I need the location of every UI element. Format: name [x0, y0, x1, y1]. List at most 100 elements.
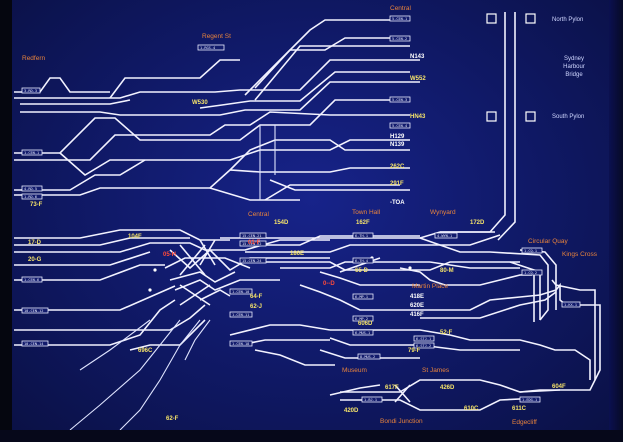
- train-label: 291F: [390, 181, 404, 187]
- svg-text:5-CEN.2: 5-CEN.2: [392, 37, 407, 41]
- train-label: 73-F: [30, 202, 43, 208]
- platform-box: 3-RD.3: [21, 87, 41, 94]
- platform-box: 1-BJ.1: [361, 396, 383, 403]
- label-edgecliff: Edgecliff: [512, 419, 537, 426]
- train-label: HN43: [410, 114, 426, 120]
- svg-text:15-CEN.24: 15-CEN.24: [242, 259, 261, 263]
- platform-box: 1-CEN.1: [21, 149, 43, 156]
- train-label: 604F: [552, 384, 566, 390]
- svg-text:15-CEN.21: 15-CEN.21: [242, 234, 261, 238]
- train-label: 418E: [410, 294, 424, 300]
- train-label: 20-G: [28, 257, 42, 263]
- train-label: 154D: [274, 220, 289, 226]
- platform-box: 6-STJ.2: [413, 342, 435, 349]
- train-label: 79-F: [408, 348, 421, 354]
- platform-box: 5-CEN.4: [389, 122, 411, 129]
- platform-box: 1-KX.1: [561, 301, 581, 308]
- platform-box: 6-STJ.1: [413, 335, 435, 342]
- svg-text:6-MP.1: 6-MP.1: [355, 295, 368, 299]
- label-north-pylon: North Pylon: [552, 17, 583, 23]
- label-central: Central: [248, 211, 270, 218]
- monitor-bezel-right: [609, 0, 623, 442]
- svg-text:4-RD.5: 4-RD.5: [24, 187, 37, 191]
- svg-text:6-STJ.1: 6-STJ.1: [416, 337, 431, 341]
- location-labels: Redfern Regent St Central North Pylon So…: [22, 5, 598, 426]
- train-label: -TOA: [390, 200, 405, 206]
- train-label: 05-H: [163, 252, 176, 258]
- svg-text:1-CEN.1: 1-CEN.1: [24, 151, 39, 155]
- platform-box: 8-MUS.2: [357, 353, 381, 360]
- label-town-hall: Town Hall: [352, 209, 381, 216]
- train-label: H129: [390, 134, 405, 140]
- train-label: 420D: [344, 408, 359, 414]
- svg-text:1-CQ.2: 1-CQ.2: [524, 271, 537, 275]
- svg-text:5-CEN.3: 5-CEN.3: [392, 98, 407, 102]
- platform-box: 5-CEN.1: [389, 15, 411, 22]
- train-label: 606D: [358, 321, 373, 327]
- svg-text:6-MUS.1: 6-MUS.1: [355, 331, 370, 335]
- train-label: 617F: [385, 385, 399, 391]
- train-label: 186E: [290, 251, 304, 257]
- train-label: 610C: [464, 406, 479, 412]
- label-redfern: Redfern: [22, 55, 46, 62]
- train-label: W552: [410, 76, 426, 82]
- train-label: W530: [192, 100, 208, 106]
- platform-box: 10-CEN.14: [21, 340, 49, 347]
- monitor-bezel-left: [0, 0, 12, 442]
- label-st-james: St James: [422, 367, 450, 374]
- label-museum: Museum: [342, 367, 367, 374]
- platform-box: 5-CEN.2: [389, 35, 411, 42]
- track-layout: [14, 12, 601, 431]
- label-kings-cross: Kings Cross: [562, 251, 598, 258]
- train-label: 01-F: [248, 240, 261, 246]
- svg-text:1-BJ.1: 1-BJ.1: [364, 398, 377, 402]
- train-label: 696C: [138, 348, 153, 354]
- platform-box: 6-TH.4: [352, 257, 374, 264]
- train-label: 0--D: [323, 281, 335, 287]
- train-label: N143: [410, 54, 425, 60]
- svg-text:6-MP.2: 6-MP.2: [355, 317, 368, 321]
- train-descriptors: W530 N143 W552 HN43 H129 N139 262C 291F …: [28, 54, 566, 422]
- train-label: 426D: [440, 385, 455, 391]
- label-martin-place: Martin Place: [412, 283, 449, 290]
- platform-box: 10-CEN.12: [21, 307, 49, 314]
- train-label: 17-D: [28, 240, 42, 246]
- platform-box: 1-CEN.18: [229, 340, 253, 347]
- monitor-bezel-bottom: [0, 430, 623, 442]
- platform-box: 1-EDG.1: [519, 396, 541, 403]
- svg-text:1-RD.6: 1-RD.6: [24, 195, 37, 199]
- svg-text:5-CEN.4: 5-CEN.4: [392, 124, 407, 128]
- svg-text:4-WYN.1: 4-WYN.1: [437, 234, 452, 238]
- svg-text:1-EDG.1: 1-EDG.1: [522, 398, 537, 402]
- train-label: 62-J: [250, 304, 262, 310]
- svg-text:1-CEN.10: 1-CEN.10: [232, 290, 249, 294]
- platform-box: 5-CEN.3: [389, 96, 411, 103]
- platform-box: 1-CQ.2: [521, 269, 543, 276]
- svg-text:1-RGS.4: 1-RGS.4: [200, 46, 215, 50]
- svg-text:6-STJ.2: 6-STJ.2: [416, 344, 431, 348]
- train-label: 62-F: [166, 416, 179, 422]
- svg-text:6-TH.4: 6-TH.4: [355, 259, 368, 263]
- platform-box: 6-TH.1: [352, 232, 374, 239]
- platform-box: 15-CEN.21: [239, 232, 267, 239]
- svg-text:8-MUS.2: 8-MUS.2: [360, 355, 375, 359]
- platform-box: 15-CEN.24: [239, 257, 267, 264]
- svg-text:1-CEN.18: 1-CEN.18: [232, 342, 249, 346]
- train-label: 611C: [512, 406, 527, 412]
- svg-text:1-KX.1: 1-KX.1: [564, 303, 577, 307]
- svg-text:5-CEN.1: 5-CEN.1: [392, 17, 407, 21]
- train-label: 52-F: [440, 330, 453, 336]
- platform-box: 1-RGS.4: [197, 44, 225, 51]
- svg-text:10-CEN.12: 10-CEN.12: [24, 309, 43, 313]
- platform-box: 1-CQ.1: [521, 247, 543, 254]
- train-label: 104F: [128, 234, 142, 240]
- label-regent-st: Regent St: [202, 33, 231, 40]
- svg-text:1-CEN.11: 1-CEN.11: [232, 313, 249, 317]
- platform-box: 1-RD.6: [21, 193, 43, 200]
- platform-box: 4-RD.5: [21, 185, 43, 192]
- train-label: 620E: [410, 303, 424, 309]
